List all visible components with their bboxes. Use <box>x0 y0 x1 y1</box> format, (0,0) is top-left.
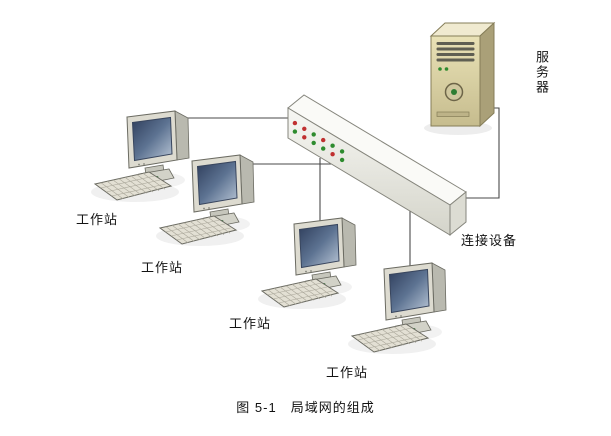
led-icon <box>292 129 298 134</box>
label-server: 服务器 <box>534 50 549 95</box>
switch-icon <box>287 94 467 237</box>
led-icon <box>302 135 307 140</box>
label-workstation-4: 工作站 <box>326 365 369 380</box>
led-icon <box>321 146 326 151</box>
label-workstation-2: 工作站 <box>141 260 184 275</box>
led-icon <box>302 126 307 131</box>
switch-leds <box>292 120 345 163</box>
led-icon <box>339 149 345 154</box>
workstation-icon-2 <box>155 154 255 247</box>
led-icon <box>311 140 316 146</box>
led-icon <box>292 120 298 126</box>
led-icon <box>339 157 345 163</box>
workstation-icon-1 <box>90 110 190 203</box>
led-icon <box>311 132 316 137</box>
workstation-icon-4 <box>347 262 447 355</box>
switch-end-face <box>449 190 467 237</box>
label-workstation-3: 工作站 <box>229 316 272 331</box>
label-workstation-1: 工作站 <box>76 212 119 227</box>
server-icon <box>423 22 495 136</box>
led-icon <box>330 152 335 157</box>
figure-caption: 图 5-1 局域网的组成 <box>236 400 375 415</box>
led-icon <box>321 137 326 143</box>
label-connect-device: 连接设备 <box>461 233 518 248</box>
led-icon <box>330 143 335 148</box>
workstation-icon-3 <box>257 217 357 310</box>
